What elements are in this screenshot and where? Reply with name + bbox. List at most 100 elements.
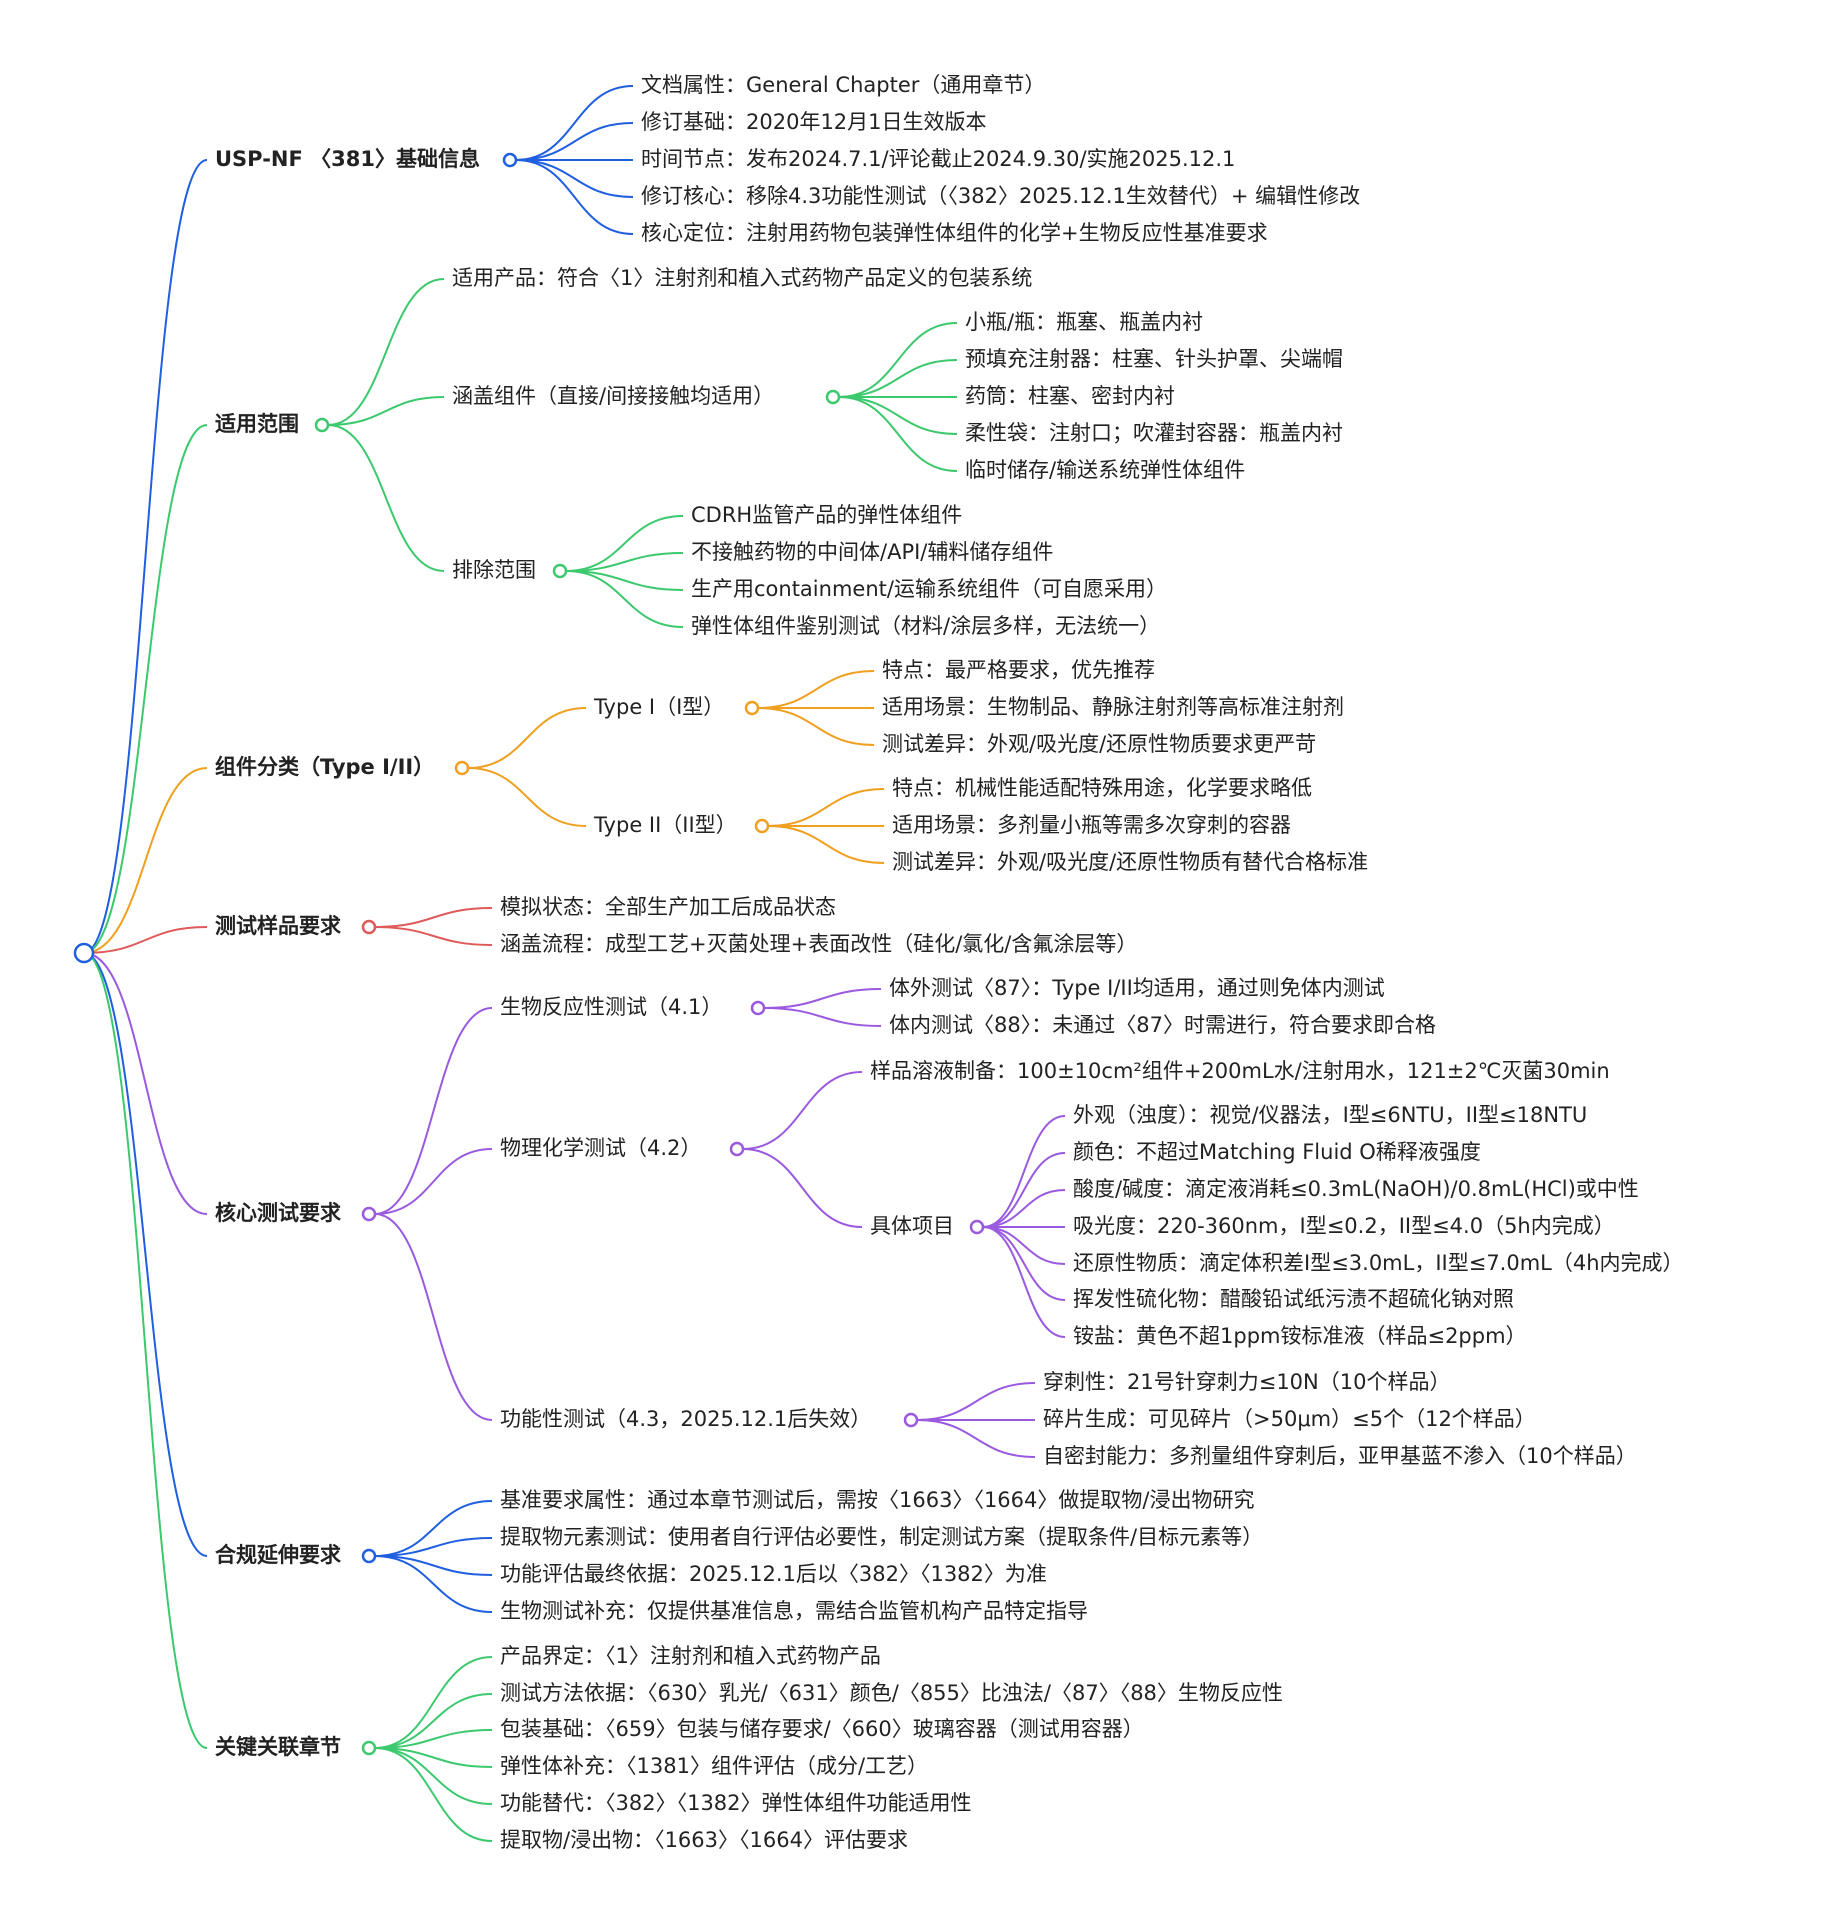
subtopic[interactable]: 穿刺性：21号针穿刺力≤10N（10个样品） xyxy=(1043,1370,1451,1394)
subtopic[interactable]: 基准要求属性：通过本章节测试后，需按〈1663〉〈1664〉做提取物/浸出物研究 xyxy=(500,1488,1255,1512)
connector-line xyxy=(83,159,208,954)
branch-topic[interactable]: 核心测试要求 xyxy=(215,1201,341,1225)
subtopic[interactable]: 弹性体补充：〈1381〉组件评估（成分/工艺） xyxy=(500,1754,929,1778)
connector-line xyxy=(565,570,684,628)
subtopic[interactable]: 适用产品：符合〈1〉注射剂和植入式药物产品定义的包装系统 xyxy=(452,266,1033,290)
subtopic[interactable]: CDRH监管产品的弹性体组件 xyxy=(691,503,963,527)
collapse-toggle-icon[interactable] xyxy=(314,417,330,433)
collapse-toggle-icon[interactable] xyxy=(552,563,568,579)
subtopic[interactable]: 修订核心：移除4.3功能性测试（〈382〉2025.12.1生效替代）+ 编辑性… xyxy=(641,184,1361,208)
subtopic[interactable]: 产品界定：〈1〉注射剂和植入式药物产品 xyxy=(500,1644,881,1668)
subtopic[interactable]: 修订基础：2020年12月1日生效版本 xyxy=(641,110,987,134)
subtopic[interactable]: 测试差异：外观/吸光度/还原性物质有替代合格标准 xyxy=(892,850,1369,874)
subtopic[interactable]: 临时储存/输送系统弹性体组件 xyxy=(965,458,1246,482)
collapse-toggle-icon[interactable] xyxy=(750,1000,766,1016)
connector-line xyxy=(763,988,882,1009)
root-node-icon[interactable] xyxy=(73,942,95,964)
subtopic[interactable]: 排除范围 xyxy=(452,558,536,582)
subtopic[interactable]: 具体项目 xyxy=(870,1214,954,1238)
subtopic[interactable]: 文档属性：General Chapter（通用章节） xyxy=(641,73,1046,97)
collapse-toggle-icon[interactable] xyxy=(361,1740,377,1756)
collapse-toggle-icon[interactable] xyxy=(729,1141,745,1157)
branch-topic[interactable]: 适用范围 xyxy=(215,412,299,436)
subtopic[interactable]: 生产用containment/运输系统组件（可自愿采用） xyxy=(691,577,1167,601)
connector-line xyxy=(467,707,587,769)
subtopic[interactable]: 不接触药物的中间体/API/辅料储存组件 xyxy=(691,540,1054,564)
collapse-toggle-icon[interactable] xyxy=(454,760,470,776)
subtopic[interactable]: 适用场景：生物制品、静脉注射剂等高标准注射剂 xyxy=(882,695,1344,719)
collapse-toggle-icon[interactable] xyxy=(361,1206,377,1222)
subtopic[interactable]: 体内测试〈88〉：未通过〈87〉时需进行，符合要求即合格 xyxy=(889,1013,1436,1037)
subtopic[interactable]: 物理化学测试（4.2） xyxy=(500,1136,702,1160)
connector-line xyxy=(83,926,208,954)
connector-line xyxy=(767,825,885,864)
connector-line xyxy=(763,1007,882,1027)
subtopic[interactable]: 外观（浊度）：视觉/仪器法，I型≤6NTU，II型≤18NTU xyxy=(1073,1103,1588,1127)
connector-line xyxy=(515,159,634,235)
collapse-toggle-icon[interactable] xyxy=(903,1412,919,1428)
connector-line xyxy=(83,424,208,954)
subtopic[interactable]: 提取物/浸出物：〈1663〉〈1664〉评估要求 xyxy=(500,1828,908,1852)
connector-line xyxy=(83,952,208,1215)
subtopic[interactable]: 核心定位：注射用药物包装弹性体组件的化学+生物反应性基准要求 xyxy=(641,221,1268,245)
connector-line xyxy=(982,1226,1066,1265)
subtopic[interactable]: 特点：最严格要求，优先推荐 xyxy=(882,658,1155,682)
connector-line xyxy=(838,359,958,398)
subtopic[interactable]: 特点：机械性能适配特殊用途，化学要求略低 xyxy=(892,776,1312,800)
subtopic[interactable]: 弹性体组件鉴别测试（材料/涂层多样，无法统一） xyxy=(691,614,1161,638)
subtopic[interactable]: 吸光度：220-360nm，I型≤0.2，II型≤4.0（5h内完成） xyxy=(1073,1214,1615,1238)
subtopic[interactable]: 测试方法依据：〈630〉乳光/〈631〉颜色/〈855〉比浊法/〈87〉〈88〉… xyxy=(500,1681,1283,1705)
branch-topic[interactable]: 组件分类（Type I/II） xyxy=(215,755,435,779)
connector-line xyxy=(767,788,885,827)
subtopic[interactable]: 碎片生成：可见碎片（>50μm）≤5个（12个样品） xyxy=(1043,1407,1536,1431)
subtopic[interactable]: 小瓶/瓶：瓶塞、瓶盖内衬 xyxy=(965,310,1204,334)
subtopic[interactable]: 时间节点：发布2024.7.1/评论截止2024.9.30/实施2025.12.… xyxy=(641,147,1236,171)
subtopic[interactable]: 功能评估最终依据：2025.12.1后以〈382〉〈1382〉为准 xyxy=(500,1562,1047,1586)
collapse-toggle-icon[interactable] xyxy=(969,1219,985,1235)
subtopic[interactable]: 自密封能力：多剂量组件穿刺后，亚甲基蓝不渗入（10个样品） xyxy=(1043,1444,1637,1468)
subtopic[interactable]: 涵盖流程：成型工艺+灭菌处理+表面改性（硅化/氯化/含氟涂层等） xyxy=(500,932,1138,956)
subtopic[interactable]: 铵盐：黄色不超1ppm铵标准液（样品≤2ppm） xyxy=(1073,1324,1527,1348)
subtopic[interactable]: 包装基础：〈659〉包装与储存要求/〈660〉玻璃容器（测试用容器） xyxy=(500,1717,1144,1741)
subtopic[interactable]: 挥发性硫化物：醋酸铅试纸污渍不超硫化钠对照 xyxy=(1073,1287,1514,1311)
branch-topic[interactable]: 合规延伸要求 xyxy=(215,1543,341,1567)
collapse-toggle-icon[interactable] xyxy=(361,1548,377,1564)
collapse-toggle-icon[interactable] xyxy=(744,700,760,716)
subtopic[interactable]: Type II（II型） xyxy=(594,813,737,837)
subtopic[interactable]: 测试差异：外观/吸光度/还原性物质要求更严苛 xyxy=(882,732,1317,756)
connector-line xyxy=(327,278,445,426)
subtopic[interactable]: 生物反应性测试（4.1） xyxy=(500,995,723,1019)
connector-line xyxy=(83,767,208,954)
subtopic[interactable]: 体外测试〈87〉：Type I/II均适用，通过则免体内测试 xyxy=(889,976,1385,1000)
connector-line xyxy=(982,1115,1066,1228)
branch-topic[interactable]: 关键关联章节 xyxy=(215,1735,341,1759)
subtopic[interactable]: 预填充注射器：柱塞、针头护罩、尖端帽 xyxy=(965,347,1343,371)
connector-line xyxy=(83,952,208,1749)
subtopic[interactable]: 颜色：不超过Matching Fluid O稀释液强度 xyxy=(1073,1140,1481,1164)
subtopic[interactable]: 涵盖组件（直接/间接接触均适用） xyxy=(452,384,775,408)
subtopic[interactable]: 模拟状态：全部生产加工后成品状态 xyxy=(500,895,836,919)
connector-line xyxy=(838,322,958,398)
subtopic[interactable]: 适用场景：多剂量小瓶等需多次穿刺的容器 xyxy=(892,813,1291,837)
collapse-toggle-icon[interactable] xyxy=(361,919,377,935)
subtopic[interactable]: 提取物元素测试：使用者自行评估必要性，制定测试方案（提取条件/目标元素等） xyxy=(500,1525,1264,1549)
subtopic[interactable]: 药筒：柱塞、密封内衬 xyxy=(965,384,1175,408)
collapse-toggle-icon[interactable] xyxy=(754,818,770,834)
connector-line xyxy=(742,1148,863,1228)
branch-topic[interactable]: 测试样品要求 xyxy=(215,914,341,938)
connector-line xyxy=(374,1555,493,1613)
subtopic[interactable]: 酸度/碱度：滴定液消耗≤0.3mL(NaOH)/0.8mL(HCl)或中性 xyxy=(1073,1177,1639,1201)
subtopic[interactable]: 功能替代：〈382〉〈1382〉弹性体组件功能适用性 xyxy=(500,1791,972,1815)
connector-line xyxy=(374,1213,493,1421)
connector-line xyxy=(757,670,875,709)
collapse-toggle-icon[interactable] xyxy=(502,152,518,168)
subtopic[interactable]: 还原性物质：滴定体积差I型≤3.0mL，II型≤7.0mL（4h内完成） xyxy=(1073,1251,1684,1275)
collapse-toggle-icon[interactable] xyxy=(825,389,841,405)
branch-topic[interactable]: USP-NF 〈381〉基础信息 xyxy=(215,147,480,171)
subtopic[interactable]: 柔性袋：注射口；吹灌封容器：瓶盖内衬 xyxy=(965,421,1343,445)
subtopic[interactable]: 生物测试补充：仅提供基准信息，需结合监管机构产品特定指导 xyxy=(500,1599,1088,1623)
connector-line xyxy=(374,907,493,928)
subtopic[interactable]: Type I（I型） xyxy=(594,695,725,719)
subtopic[interactable]: 样品溶液制备：100±10cm²组件+200mL水/注射用水，121±2℃灭菌3… xyxy=(870,1059,1610,1083)
subtopic[interactable]: 功能性测试（4.3，2025.12.1后失效） xyxy=(500,1407,872,1431)
